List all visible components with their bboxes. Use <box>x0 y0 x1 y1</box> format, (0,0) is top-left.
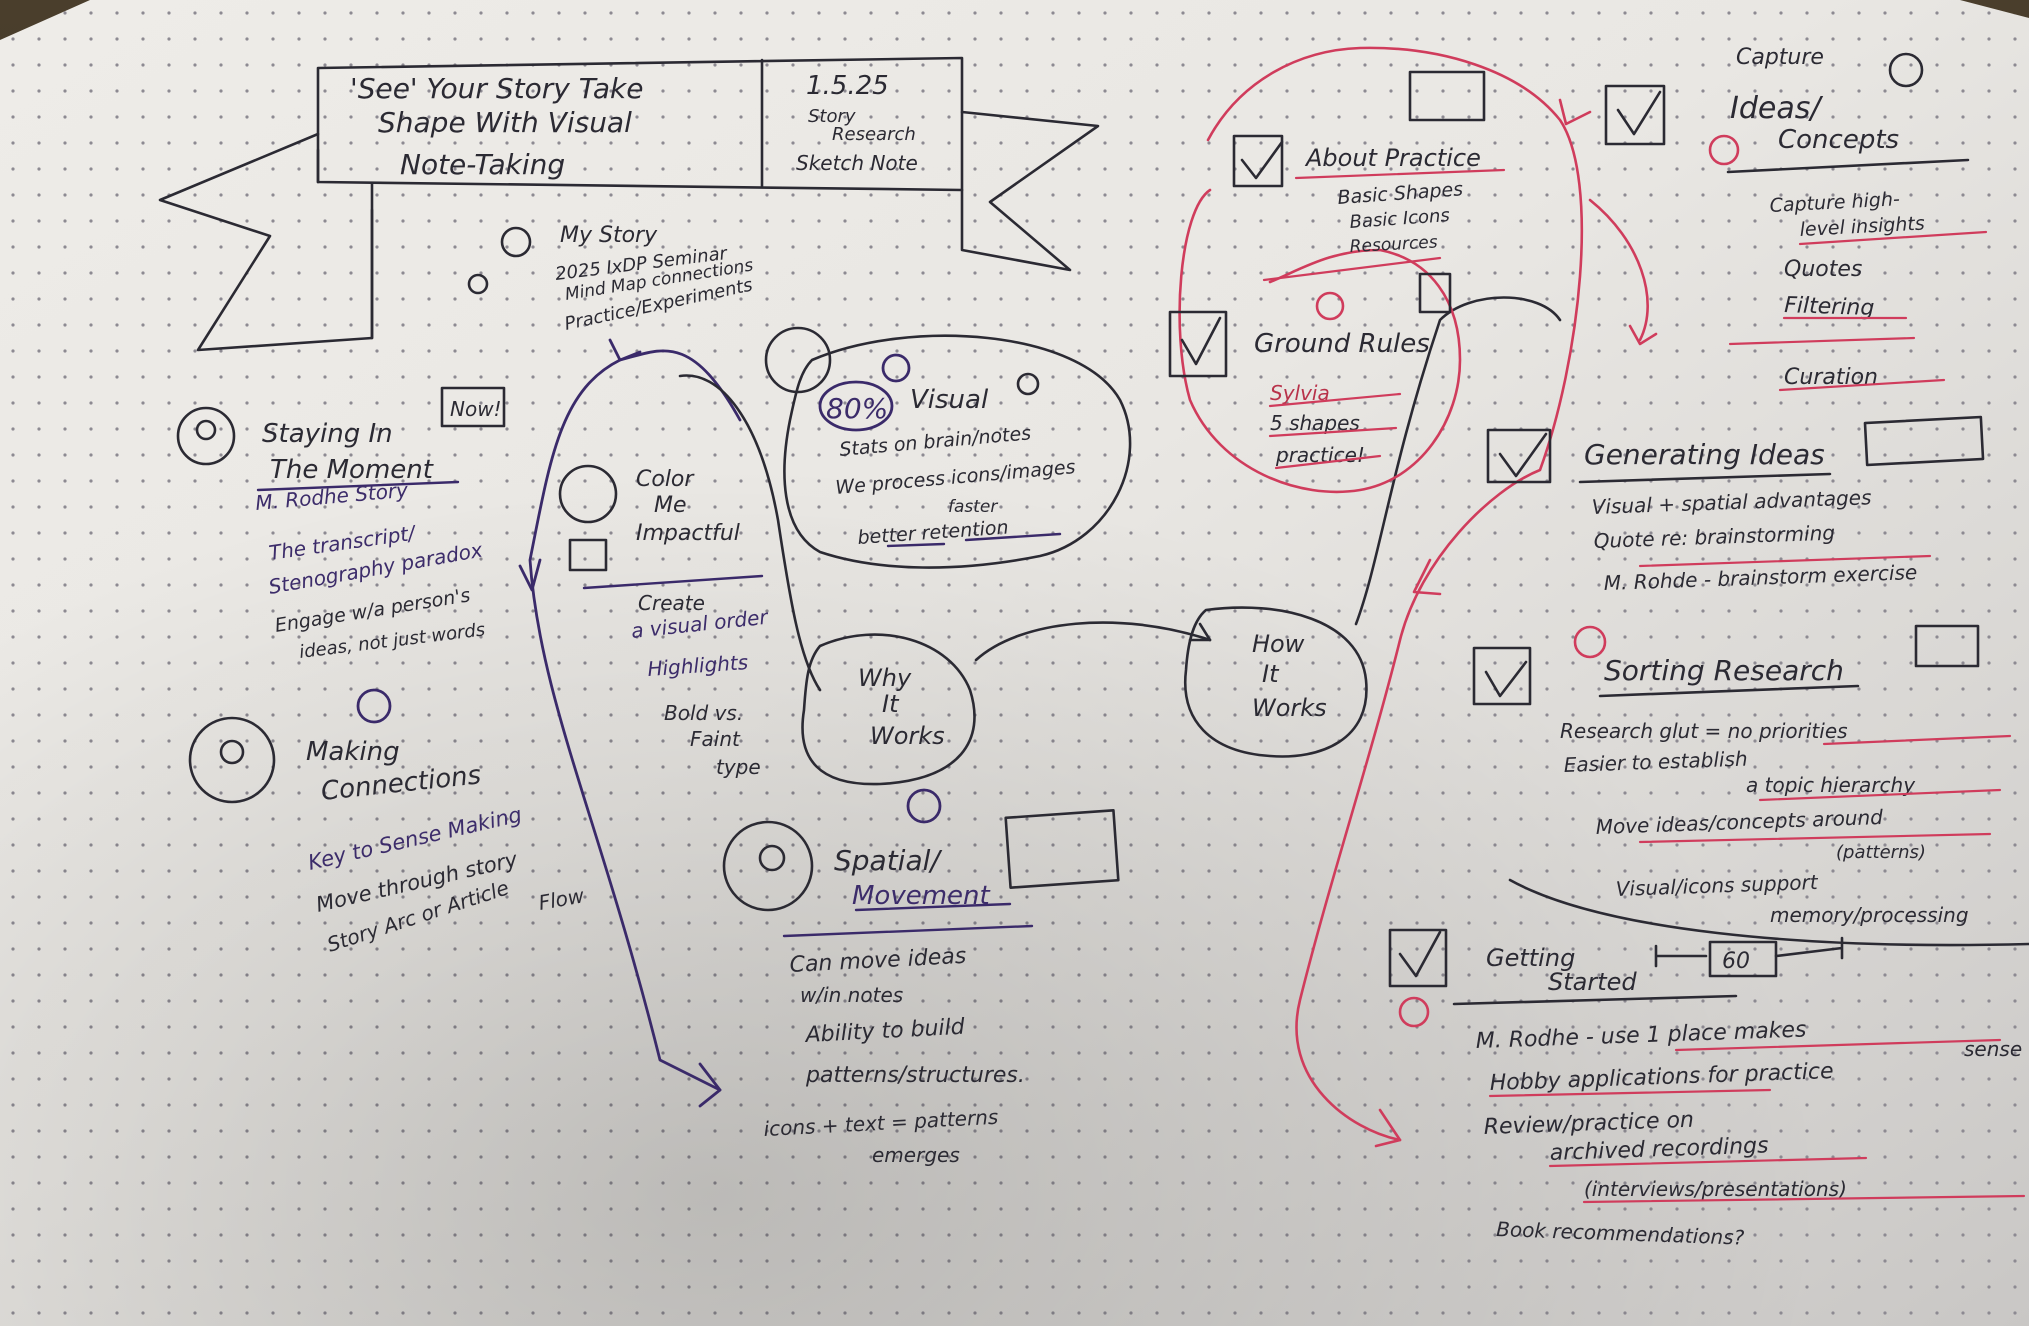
color-title3: Impactful <box>636 521 740 546</box>
banner-title-line1: 'See' Your Story Take <box>350 72 643 105</box>
checkbox-checked <box>1388 928 1448 988</box>
link-icon <box>500 226 532 258</box>
visual-item: faster <box>948 497 998 517</box>
layout-icon <box>1004 809 1120 889</box>
lightbulb-icon <box>722 820 814 912</box>
generating-title: Generating Ideas <box>1584 438 1825 471</box>
spatial-item: w/in notes <box>800 983 903 1007</box>
banner-sub3: Sketch Note <box>796 151 918 175</box>
banner-sub1: Story <box>808 106 856 127</box>
star-icon <box>356 688 392 724</box>
getting-section: Getting Started 60 M. Rodhe - use 1 plac… <box>1388 928 2026 1250</box>
checkbox-checked <box>1472 646 1532 706</box>
color-item: Create <box>638 591 705 615</box>
checkbox-checked <box>1168 310 1228 378</box>
getting-item: (interviews/presentations) <box>1584 1177 1847 1201</box>
visual-title: Visual <box>910 385 989 415</box>
banner-title-line2: Shape With Visual <box>378 106 632 139</box>
ground-title: Ground Rules <box>1254 329 1430 359</box>
document-icon <box>1418 272 1452 314</box>
spatial-item: emerges <box>872 1143 960 1167</box>
capture-title3: Concepts <box>1778 125 1899 155</box>
color-title2: Me <box>654 493 687 518</box>
staying-title2: The Moment <box>270 455 434 485</box>
making-title1: Making <box>306 737 400 767</box>
flow-arrow <box>528 349 742 1092</box>
color-item: Faint <box>690 727 741 751</box>
about-item: Resources <box>1349 232 1438 257</box>
color-item: type <box>716 755 761 779</box>
lightbulb-icon <box>176 406 236 466</box>
checkbox-checked <box>1604 84 1666 146</box>
how-node: How It Works <box>1183 606 1368 758</box>
capture-item: Quotes <box>1784 257 1862 282</box>
lightbulb-icon <box>764 326 832 394</box>
why-l1: Why <box>858 664 912 692</box>
capture-item: Filtering <box>1784 293 1875 321</box>
capture-section: Capture Ideas/ Concepts Capture high- le… <box>1604 45 1988 392</box>
eye-icon <box>1016 372 1040 396</box>
why-l2: It <box>882 690 900 718</box>
why-node: Why It Works <box>801 633 976 786</box>
how-l3: Works <box>1252 694 1327 722</box>
staying-title1: Staying In <box>262 419 393 449</box>
spatial-title1: Spatial/ <box>834 844 942 877</box>
sorting-item: (patterns) <box>1836 842 1926 863</box>
banner-sub2: Research <box>832 124 916 145</box>
checkbox-checked <box>1486 428 1552 484</box>
calendar-icon <box>1408 70 1486 122</box>
how-l2: It <box>1262 660 1280 688</box>
star-icon <box>906 788 942 824</box>
sorting-item: a topic hierarchy <box>1746 773 1916 797</box>
sorting-item: memory/processing <box>1770 903 1969 927</box>
why-l3: Works <box>870 722 945 750</box>
getting-badge: 60 <box>1722 949 1750 974</box>
star-icon <box>1708 134 1740 166</box>
capture-title1: Capture <box>1736 45 1824 70</box>
lightbulb-icon <box>558 464 618 524</box>
banner-date: 1.5.25 <box>806 71 889 101</box>
boxes-icon <box>1914 624 1980 668</box>
spatial-item: patterns/structures. <box>805 1063 1025 1088</box>
star-icon <box>1315 291 1345 321</box>
getting-title1: Getting <box>1486 944 1575 972</box>
checkbox-checked <box>1232 134 1284 188</box>
star-icon <box>881 353 911 383</box>
book-icon <box>568 538 608 572</box>
star-icon <box>1398 996 1430 1028</box>
red-flow-arrow <box>1206 46 1584 1142</box>
visual-badge: 80% <box>826 392 888 425</box>
title-banner: 'See' Your Story Take Shape With Visual … <box>158 56 1100 352</box>
star-icon <box>1573 625 1607 659</box>
capture-title2: Ideas/ <box>1730 91 1823 126</box>
color-item: Bold vs. <box>664 701 743 725</box>
my-story-title: My Story <box>560 223 658 248</box>
how-l1: How <box>1252 630 1305 658</box>
sorting-item: Research glut = no priorities <box>1560 719 1848 743</box>
sorting-title: Sorting Research <box>1604 654 1844 687</box>
about-title: About Practice <box>1304 144 1481 172</box>
lightbulb-icon <box>1888 52 1924 88</box>
getting-title2: Started <box>1548 968 1637 996</box>
battery-icon <box>1863 415 1985 467</box>
lightbulb-icon <box>188 716 276 804</box>
color-title1: Color <box>636 467 695 492</box>
banner-title-line3: Note-Taking <box>400 148 565 181</box>
staying-badge: Now! <box>450 397 502 421</box>
ground-section: Ground Rules Sylvia 5 shapes practice! <box>1168 272 1452 470</box>
